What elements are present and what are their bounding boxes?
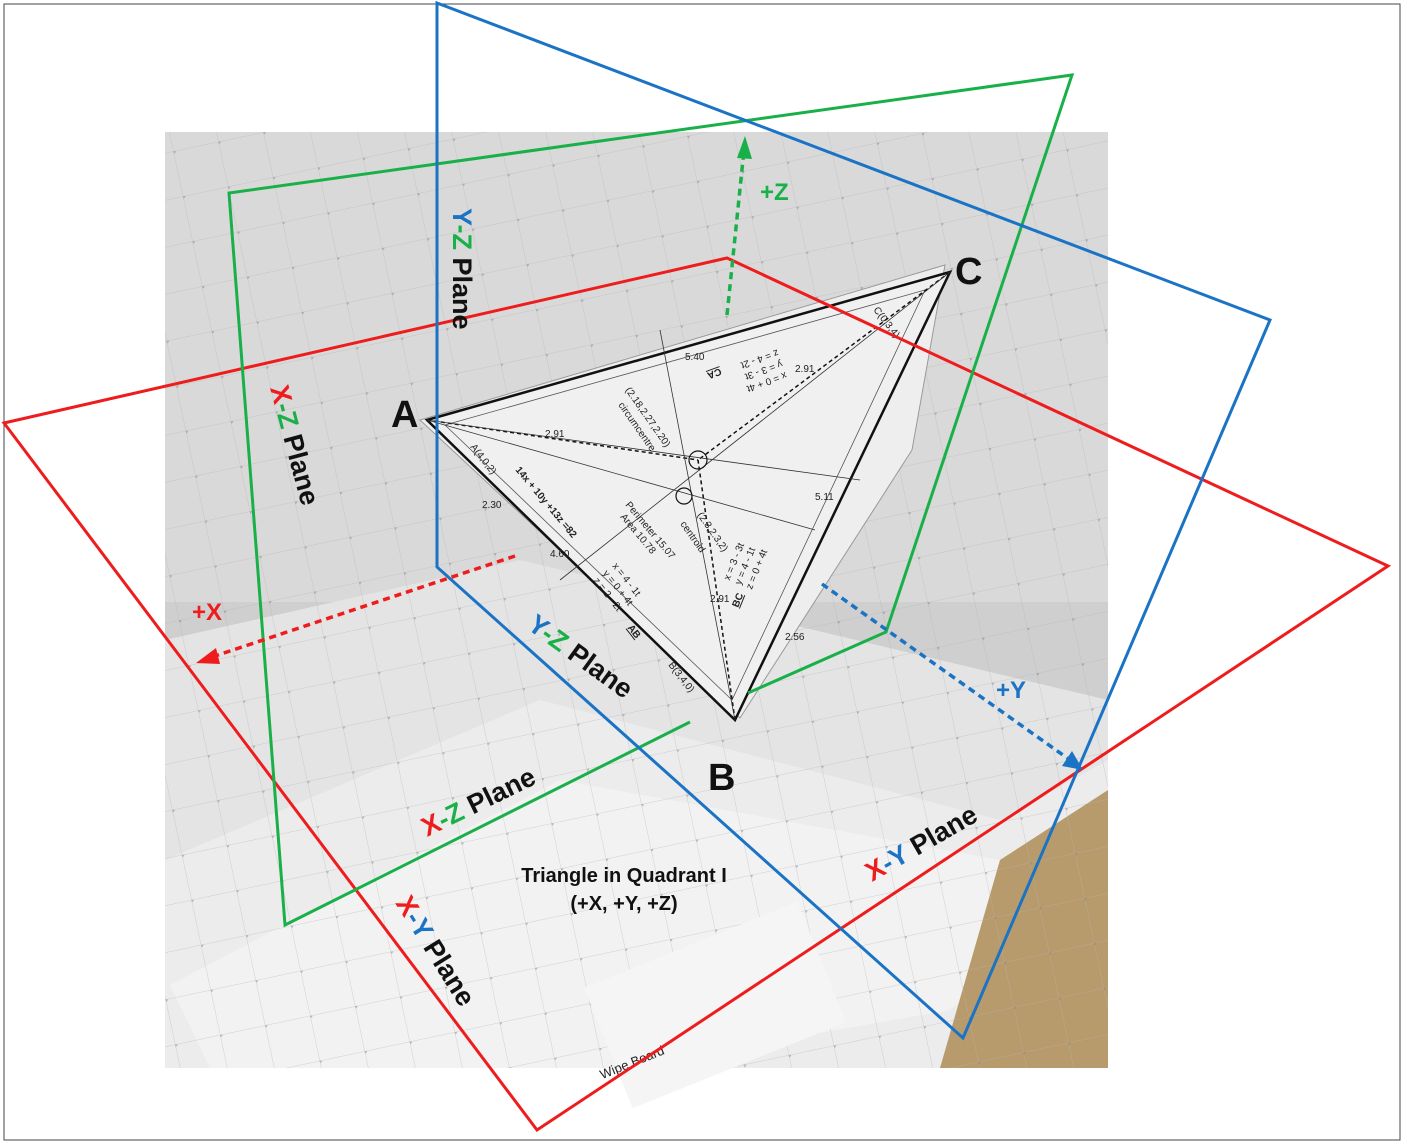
measure: 2.91	[545, 429, 565, 440]
xy-plane-outline	[1, 256, 1392, 1133]
plus-x-label: +X	[192, 599, 222, 626]
yz-word: Plane	[447, 250, 477, 330]
xz-second: Z	[271, 408, 304, 432]
yz-first: Y	[447, 208, 477, 226]
xz-plane-outline	[227, 73, 1075, 928]
measure: 2.91	[795, 364, 815, 375]
circumcentre-marker	[688, 450, 708, 470]
measure: 5.11	[815, 492, 834, 503]
measure: 2.91	[710, 594, 730, 605]
vertex-c-label: C	[955, 251, 982, 293]
measure: 5.40	[685, 352, 705, 363]
ca-label: CA	[705, 365, 722, 380]
plus-z-label: +Z	[760, 179, 789, 206]
yz-dash: -	[447, 225, 477, 234]
caption-line-1: Triangle in Quadrant I	[521, 865, 727, 887]
vertex-a-label: A	[391, 394, 418, 436]
photo-background: Wipe Board	[165, 132, 1108, 1109]
centroid-marker	[675, 487, 693, 505]
measure: 4.60	[550, 549, 570, 560]
plus-y-label: +Y	[996, 677, 1026, 704]
measure: 2.30	[482, 500, 502, 511]
y-axis-arrow	[820, 582, 1083, 770]
x-axis-arrow	[196, 554, 516, 664]
yz-plane-label-vertical: Y-Z Plane	[447, 208, 477, 330]
caption-line-2: (+X, +Y, +Z)	[570, 893, 677, 915]
bc-label: BC	[731, 592, 747, 610]
measure: 2.56	[785, 632, 805, 643]
triangle-abc	[424, 270, 953, 723]
vertex-b-label: B	[708, 757, 735, 799]
z-axis-arrow	[725, 136, 752, 316]
yz-plane-outline	[435, 0, 1272, 1041]
yz-second: Z	[447, 234, 477, 251]
